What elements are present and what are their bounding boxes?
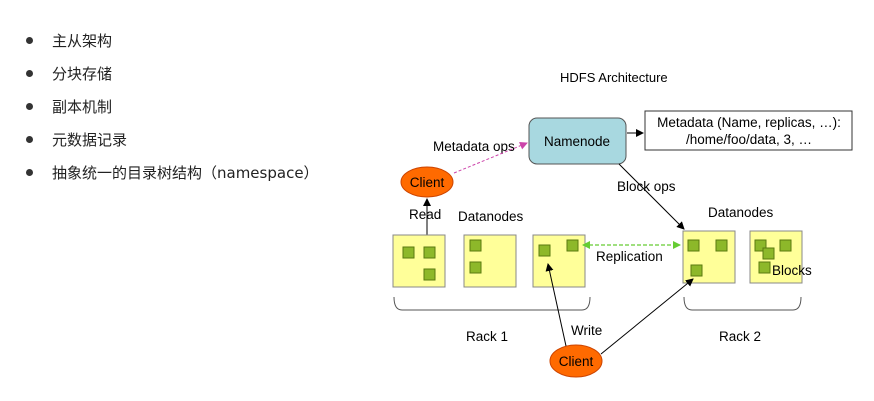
bullet-dot-icon <box>26 103 33 110</box>
block-square <box>754 239 767 252</box>
client-bottom-label: Client <box>559 354 594 369</box>
block-square <box>687 239 700 252</box>
block-square <box>715 239 728 252</box>
read-label: Read <box>409 207 441 222</box>
replication-label: Replication <box>596 249 663 264</box>
list-item-text: 分块存储 <box>52 65 113 83</box>
block-ops-arrow <box>618 163 685 230</box>
list-item: 主从架构 <box>22 30 319 63</box>
bullet-dot-icon <box>26 169 33 176</box>
diagram-title: HDFS Architecture <box>560 70 668 85</box>
metadata-ops-label: Metadata ops <box>433 139 515 154</box>
list-item: 抽象统一的目录树结构（namespace） <box>22 162 319 195</box>
block-square <box>402 246 415 259</box>
feature-list: 主从架构 分块存储 副本机制 元数据记录 抽象统一的目录树结构（namespac… <box>22 30 319 195</box>
bullet-dot-icon <box>26 70 33 77</box>
block-ops-label: Block ops <box>617 179 676 194</box>
block-square <box>779 239 792 252</box>
block-square <box>758 261 771 274</box>
metadata-line-2: /home/foo/data, 3, … <box>686 132 812 147</box>
datanodes-label-rack-1: Datanodes <box>458 209 524 224</box>
block-square <box>538 244 551 257</box>
list-item: 元数据记录 <box>22 129 319 162</box>
client-top-node <box>400 166 454 198</box>
list-item-text: 元数据记录 <box>52 131 128 149</box>
client-bottom-node <box>549 344 603 378</box>
rack-1-label: Rack 1 <box>466 329 508 344</box>
bullet-dot-icon <box>26 136 33 143</box>
namenode-label: Namenode <box>544 134 610 149</box>
client-top-label: Client <box>410 175 445 190</box>
write-rack-2-arrow <box>600 278 694 355</box>
list-item: 分块存储 <box>22 63 319 96</box>
namenode-box <box>528 117 627 165</box>
metadata-line-1: Metadata (Name, replicas, …): <box>657 115 841 130</box>
block-square <box>690 264 703 277</box>
write-arrow <box>545 263 567 347</box>
blocks-label: Blocks <box>772 263 812 278</box>
rack-2-label: Rack 2 <box>719 329 761 344</box>
metadata-ops-arrow <box>453 141 528 174</box>
bullet-dot-icon <box>26 37 33 44</box>
datanodes-label-rack-2: Datanodes <box>708 205 774 220</box>
block-square <box>566 239 579 252</box>
block-square <box>762 247 775 260</box>
block-square <box>423 246 436 259</box>
list-item: 副本机制 <box>22 96 319 129</box>
write-label: Write <box>571 323 602 338</box>
list-item-text: 副本机制 <box>52 98 113 116</box>
rack-2-brace <box>683 296 802 311</box>
block-square <box>469 239 482 252</box>
list-item-text: 主从架构 <box>52 32 113 50</box>
rack-1-brace <box>393 296 591 311</box>
datanode-box <box>392 234 446 288</box>
block-square <box>423 268 436 281</box>
list-item-text: 抽象统一的目录树结构（namespace） <box>52 164 319 182</box>
metadata-box <box>644 110 853 151</box>
block-square <box>469 261 482 274</box>
